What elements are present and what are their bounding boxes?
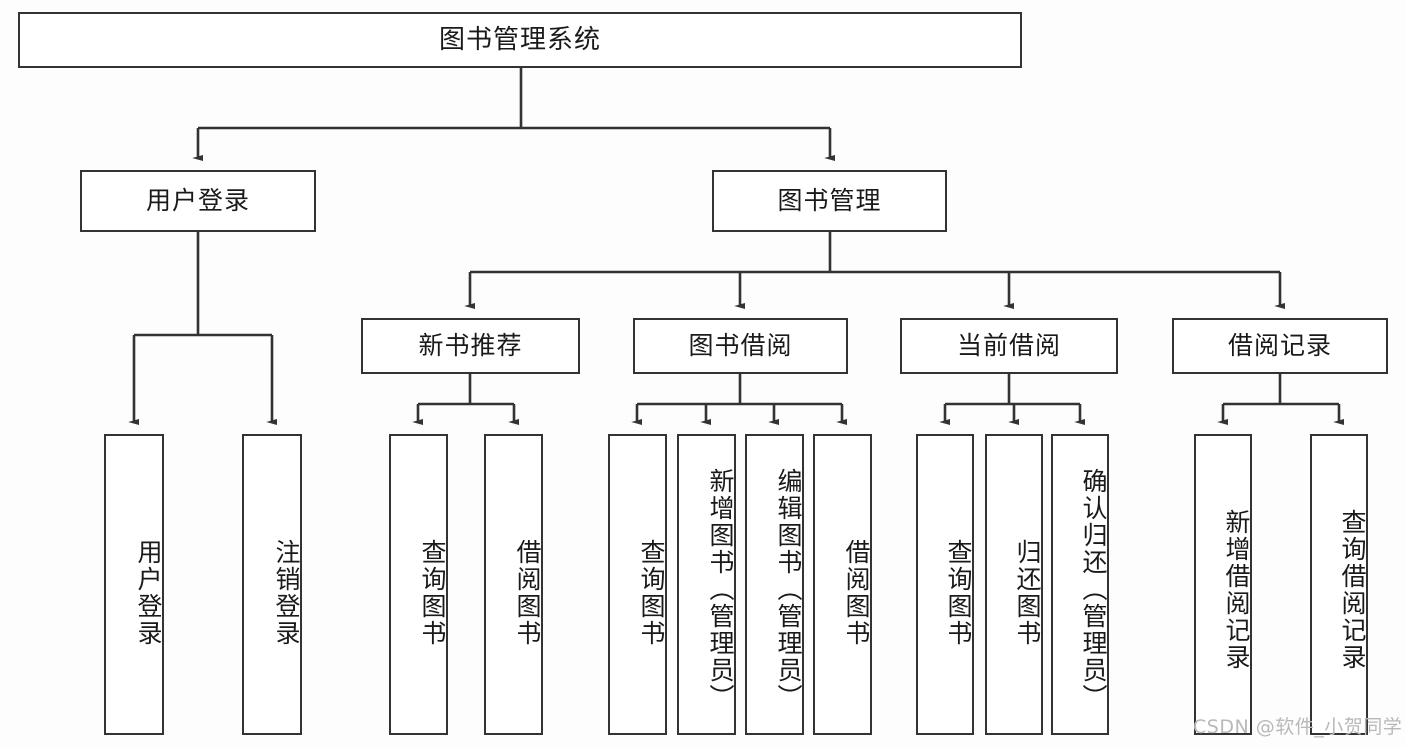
leaf-add-book-admin[interactable]: 新增图书（管理员） xyxy=(677,434,736,735)
leaf-query-borrow-record[interactable]: 查询借阅记录 xyxy=(1310,434,1368,735)
node-label: 图书管理 xyxy=(777,186,882,216)
node-label: 用户登录 xyxy=(134,538,163,647)
node-label: 查询图书 xyxy=(418,538,447,647)
node-label: 新增借阅记录 xyxy=(1222,508,1251,671)
node-label: 编辑图书（管理员） xyxy=(774,468,803,711)
node-user-login[interactable]: 用户登录 xyxy=(80,170,316,232)
node-label: 归还图书 xyxy=(1013,538,1042,647)
node-book-management[interactable]: 图书管理 xyxy=(712,170,947,232)
node-label: 查询图书 xyxy=(944,538,973,647)
node-label: 当前借阅 xyxy=(956,331,1061,361)
leaf-borrow-book-recommend[interactable]: 借阅图书 xyxy=(484,434,543,735)
node-label: 图书管理系统 xyxy=(438,24,601,55)
node-label: 借阅记录 xyxy=(1227,331,1332,361)
leaf-query-book-recommend[interactable]: 查询图书 xyxy=(389,434,448,735)
leaf-confirm-return-admin[interactable]: 确认归还（管理员） xyxy=(1051,434,1109,735)
node-label: 确认归还（管理员） xyxy=(1079,468,1108,711)
node-book-borrow[interactable]: 图书借阅 xyxy=(633,318,848,374)
node-label: 图书借阅 xyxy=(688,331,793,361)
node-label: 借阅图书 xyxy=(513,538,542,647)
node-label: 借阅图书 xyxy=(842,538,871,647)
node-new-book-recommend[interactable]: 新书推荐 xyxy=(361,318,580,374)
leaf-borrow-book[interactable]: 借阅图书 xyxy=(813,434,872,735)
node-label: 注销登录 xyxy=(272,538,301,647)
leaf-query-book-borrow[interactable]: 查询图书 xyxy=(608,434,667,735)
node-label: 查询图书 xyxy=(637,538,666,647)
node-label: 新书推荐 xyxy=(418,331,523,361)
leaf-user-login[interactable]: 用户登录 xyxy=(104,434,164,735)
leaf-logout-login[interactable]: 注销登录 xyxy=(242,434,302,735)
leaf-query-book-current[interactable]: 查询图书 xyxy=(916,434,974,735)
leaf-add-borrow-record[interactable]: 新增借阅记录 xyxy=(1194,434,1252,735)
node-label: 查询借阅记录 xyxy=(1338,508,1367,671)
node-label: 用户登录 xyxy=(145,186,250,216)
leaf-edit-book-admin[interactable]: 编辑图书（管理员） xyxy=(745,434,804,735)
watermark: CSDN @软件_小贺同学 xyxy=(1193,716,1403,738)
node-root-system[interactable]: 图书管理系统 xyxy=(18,12,1022,68)
node-borrow-record[interactable]: 借阅记录 xyxy=(1172,318,1388,374)
node-label: 新增图书（管理员） xyxy=(706,468,735,711)
leaf-return-book[interactable]: 归还图书 xyxy=(985,434,1043,735)
node-current-borrow[interactable]: 当前借阅 xyxy=(900,318,1118,374)
